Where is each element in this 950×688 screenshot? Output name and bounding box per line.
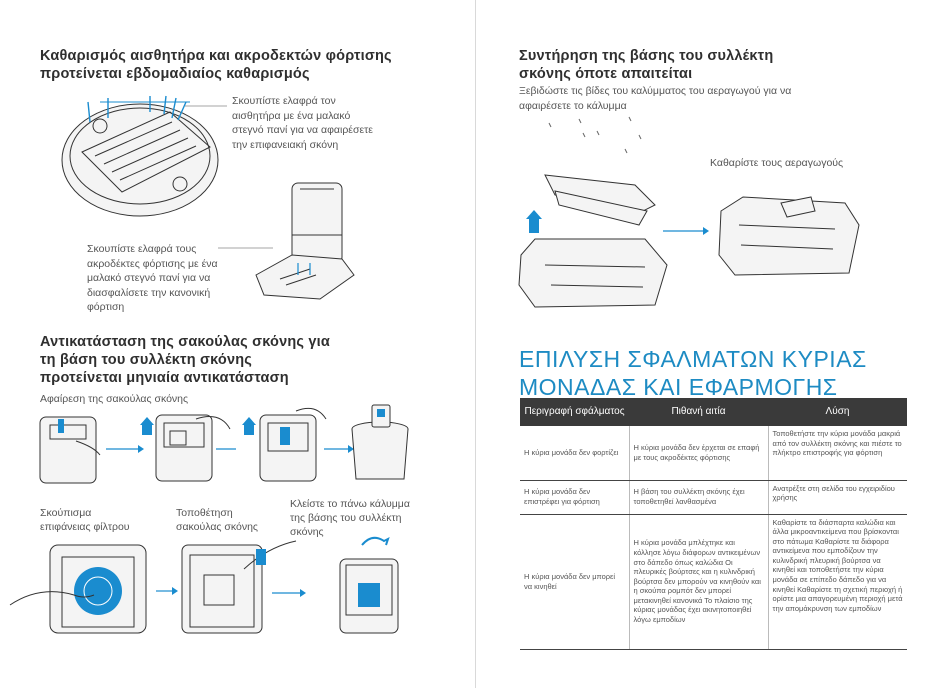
contacts-leader-line xyxy=(218,247,273,249)
robot-underside-illustration xyxy=(61,95,219,217)
install-bag-steps-illustration xyxy=(9,536,399,634)
remove-bag-label: Αφαίρεση της σακούλας σκόνης xyxy=(40,393,189,405)
table-row: Η κύρια μονάδα δεν μπορεί να κινηθεί Η κ… xyxy=(520,514,907,650)
cause-cell: Η κύρια μονάδα μπλέχτηκε και κόλλησε λόγ… xyxy=(628,514,768,650)
maintenance-text: Ξεβιδώστε τις βίδες του καλύμματος του α… xyxy=(519,85,792,112)
close-lid-label: Κλείστε το πάνω κάλυμμα της βάσης του συ… xyxy=(290,498,410,538)
table-header-row: Περιγραφή σφάλματος Πιθανή αιτία Λύση xyxy=(520,398,907,426)
bag-replacement-title: Αντικατάσταση της σακούλας σκόνης για τη… xyxy=(40,334,330,386)
place-bag-label: Τοποθέτηση σακούλας σκόνης xyxy=(176,507,258,533)
problem-cell: Η κύρια μονάδα δεν φορτίζει xyxy=(520,426,629,481)
problem-cell: Η κύρια μονάδα δεν επιστρέφει για φόρτισ… xyxy=(520,480,629,515)
cause-cell: Η βάση του συλλέκτη σκόνης έχει τοποθετη… xyxy=(628,480,768,515)
maintenance-title: Συντήρηση της βάσης του συλλέκτη σκόνης … xyxy=(519,48,774,82)
header-solution: Λύση xyxy=(768,398,907,426)
solution-cell: Τοποθετήστε την κύρια μονάδα μακριά από … xyxy=(767,426,907,481)
table-row: Η κύρια μονάδα δεν φορτίζει Η κύρια μονά… xyxy=(520,426,907,481)
wipe-filter-label: Σκούπισμα επιφάνειας φίλτρου xyxy=(40,507,130,533)
sensor-leader-line xyxy=(185,105,227,107)
dust-dock-illustration xyxy=(255,182,355,300)
header-problem: Περιγραφή σφάλματος xyxy=(520,398,629,426)
contacts-caption: Σκουπίστε ελαφρά τους ακροδέκτες φόρτιση… xyxy=(87,243,218,313)
sensor-caption: Σκουπίστε ελαφρά τον αισθητήρα με ένα μα… xyxy=(232,95,373,151)
problem-cell: Η κύρια μονάδα δεν μπορεί να κινηθεί xyxy=(520,514,629,650)
solution-cell: Ανατρέξτε στη σελίδα του εγχειριδίου χρή… xyxy=(767,480,907,515)
table-row: Η κύρια μονάδα δεν επιστρέφει για φόρτισ… xyxy=(520,480,907,515)
troubleshooting-title: ΕΠΙΛΥΣΗ ΣΦΑΛΜΑΤΩΝ ΚΥΡΙΑΣ ΜΟΝΑΔΑΣ ΚΑΙ ΕΦΑ… xyxy=(519,346,867,400)
sensor-cleaning-title: Καθαρισμός αισθητήρα και ακροδεκτών φόρτ… xyxy=(40,48,392,82)
remove-bag-steps-illustration xyxy=(39,404,409,484)
solution-cell: Καθαρίστε τα διάσπαρτα καλώδια και άλλα … xyxy=(767,514,907,650)
troubleshooting-table: Περιγραφή σφάλματος Πιθανή αιτία Λύση Η … xyxy=(520,398,907,650)
cause-cell: Η κύρια μονάδα δεν έρχεται σε επαφή με τ… xyxy=(628,426,768,481)
clean-ducts-label: Καθαρίστε τους αεραγωγούς xyxy=(710,157,844,169)
header-cause: Πιθανή αιτία xyxy=(629,398,768,426)
page-divider xyxy=(475,0,476,688)
duct-cover-illustration xyxy=(518,116,860,308)
